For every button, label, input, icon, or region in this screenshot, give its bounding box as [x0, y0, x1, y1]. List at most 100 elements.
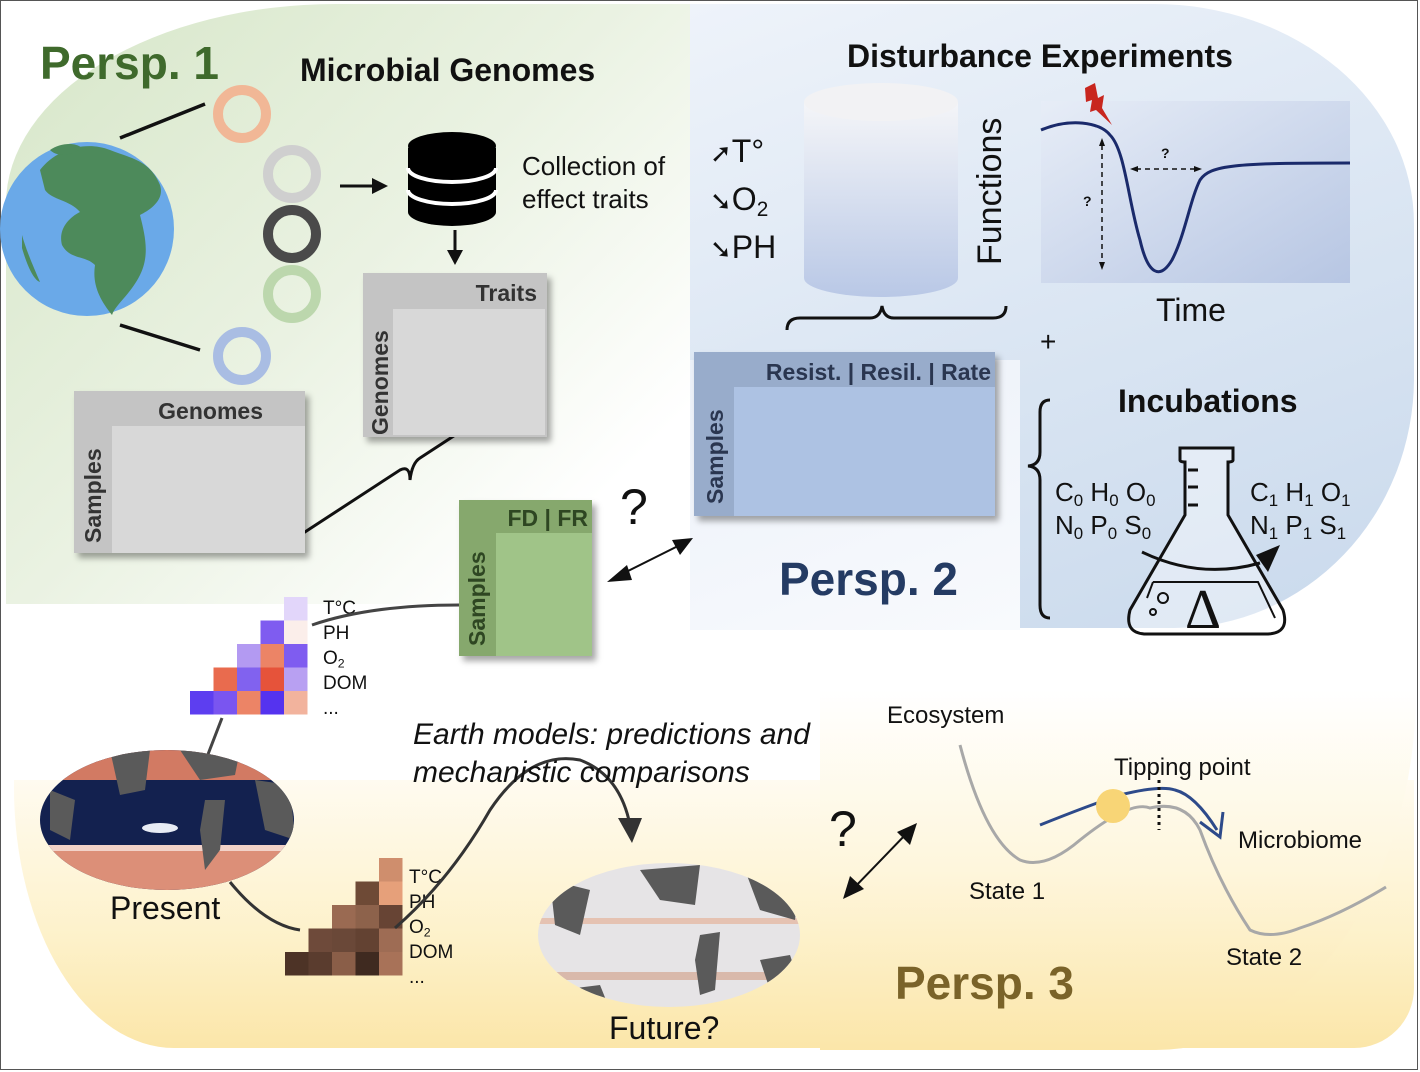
heatmap-cell [284, 620, 308, 644]
persp1-label: Persp. 1 [40, 37, 219, 89]
heatmap-cell [213, 667, 237, 691]
arrow-down-icon [447, 250, 463, 265]
traits-matrix: Traits Genomes [363, 273, 547, 437]
element-symbol: N [1055, 510, 1074, 540]
heatmap-cell [260, 667, 284, 691]
heatmap-cell [284, 691, 308, 715]
after-line1: C1 H1 O1 [1250, 476, 1350, 509]
incubation-after-elements: C1 H1 O1 N1 P1 S1 [1250, 476, 1350, 542]
element-subscript: 1 [1302, 524, 1313, 544]
persp3-label: Persp. 3 [895, 957, 1074, 1009]
element-subscript: 0 [1146, 491, 1156, 511]
heatmap-cell [213, 691, 237, 715]
state2-label: State 2 [1226, 944, 1303, 971]
time-axis-label: Time [1156, 292, 1226, 328]
element-subscript: 0 [1073, 524, 1084, 544]
heatmap-cell [355, 881, 379, 905]
genome-ring-orange [213, 85, 271, 143]
element-subscript: 1 [1341, 491, 1351, 511]
heatmap-cell [355, 928, 379, 952]
connector-line [119, 102, 206, 140]
incubation-before-elements: C0 H0 O0 N0 P0 S0 [1055, 476, 1155, 542]
genome-ring-blue [213, 327, 271, 385]
genomes-matrix-body [112, 426, 305, 553]
transformation-arrow [1141, 550, 1261, 571]
element-subscript: 0 [1109, 491, 1119, 511]
system-state-ball [1096, 789, 1130, 823]
element-subscript: 0 [1141, 524, 1152, 544]
heatmap-cell [284, 667, 308, 691]
before-line1: C0 H0 O0 [1055, 476, 1155, 509]
ecosystem-label: Ecosystem [887, 702, 1005, 729]
genomes-matrix: Genomes Samples [74, 391, 305, 553]
element-subscript: 0 [1073, 491, 1084, 511]
element-symbol: H [1090, 477, 1110, 507]
curly-brace [785, 305, 1008, 331]
heatmap-cell [355, 905, 379, 929]
genome-ring-dark [263, 205, 321, 263]
results-matrix-body [734, 387, 995, 516]
microbial-genomes-title: Microbial Genomes [300, 52, 596, 88]
delta-symbol: Δ [1185, 579, 1222, 641]
heatmap-variable-label: O2 [409, 917, 431, 940]
persp2-label: Persp. 2 [779, 553, 958, 605]
heatmap-cell [379, 881, 403, 905]
heatmap-cell [332, 905, 356, 929]
element-subscript: 1 [1268, 491, 1279, 511]
heatmap-cell [284, 597, 308, 621]
tipping-point-label: Tipping point [1114, 754, 1251, 781]
traits-matrix-body [393, 309, 545, 435]
heatmap-cell [237, 667, 261, 691]
trajectory-arrow-head [1199, 811, 1225, 840]
stressor-ph: ➘PH [710, 229, 777, 265]
arrow-right-icon [372, 178, 388, 194]
curly-brace [1027, 398, 1051, 620]
heatmap-variable-label: ... [323, 698, 339, 719]
heatmap-future [285, 858, 403, 976]
heatmap-variable-label: DOM [409, 942, 454, 963]
earth-models-caption: Earth models: predictions and mechanisti… [413, 716, 810, 792]
state1-label: State 1 [969, 878, 1046, 905]
heatmap-variable-label: ... [409, 967, 425, 988]
element-subscript: 1 [1268, 524, 1279, 544]
future-label: Future? [609, 1010, 720, 1046]
heatmap-cell [379, 905, 403, 929]
connector-line [119, 323, 201, 352]
element-symbol: N [1250, 510, 1269, 540]
link-question-mark: ? [620, 479, 648, 535]
heatmap-cell [308, 952, 332, 976]
fd-fr-matrix: FD | FR Samples [459, 500, 592, 656]
stressor-list: ➚T° ➘O2 ➘PH [710, 128, 776, 272]
heatmap-cell [260, 644, 284, 668]
element-symbol: P [1285, 510, 1303, 540]
heatmap-variable-label: O2 [323, 648, 345, 671]
heatmap-cell [260, 691, 284, 715]
database-caption: Collection of effect traits [522, 150, 665, 216]
arrow-up-right-icon: ➚ [710, 138, 732, 168]
element-symbol: H [1285, 477, 1305, 507]
microbiome-label: Microbiome [1238, 827, 1363, 854]
ecosystem-landscape-curve [958, 744, 1387, 936]
element-symbol: O [1125, 477, 1147, 507]
heatmap-cell [237, 691, 261, 715]
element-symbol: P [1090, 510, 1108, 540]
element-symbol: O [1320, 477, 1342, 507]
database-icon [406, 132, 498, 226]
flask-icon [1127, 446, 1287, 636]
lightning-bolt-icon [1085, 83, 1112, 125]
heatmap-variable-label: DOM [323, 673, 368, 694]
element-symbol: C [1250, 477, 1269, 507]
heatmap-cell [285, 952, 309, 976]
incubations-title: Incubations [1118, 383, 1298, 419]
heatmap-cell [284, 644, 308, 668]
element-subscript: 1 [1304, 491, 1314, 511]
element-symbol: S [1319, 510, 1337, 540]
